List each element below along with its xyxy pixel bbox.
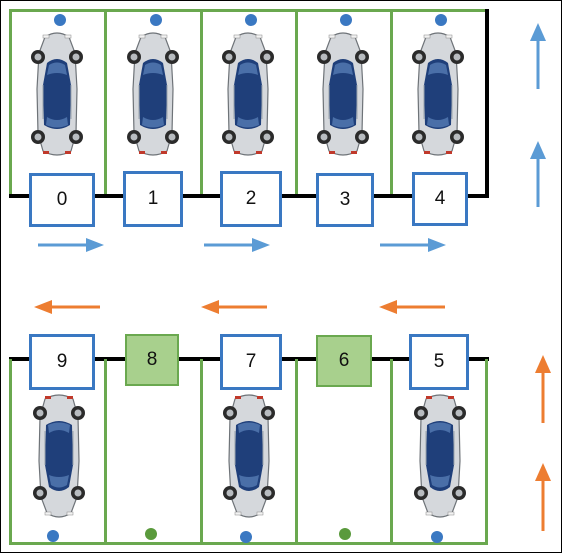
- spot-4-label[interactable]: 4: [412, 172, 468, 226]
- top-lane-arrow-right-2: [204, 238, 270, 252]
- top-lane-arrow-right-3: [380, 238, 446, 252]
- bottom-divider-1: [104, 359, 107, 545]
- spot-7-label[interactable]: 7: [220, 334, 282, 390]
- top-side-arrow-up-1: [530, 23, 546, 89]
- bottom-side-arrow-up-1: [535, 355, 551, 423]
- spot-1-sensor: [150, 14, 162, 26]
- car-spot-3: [317, 32, 369, 156]
- bottom-divider-3: [295, 359, 298, 545]
- bottom-side-arrow-up-2: [535, 463, 551, 531]
- top-divider-1: [104, 9, 107, 197]
- top-row-back-line: [9, 9, 487, 12]
- car-spot-4: [412, 32, 464, 156]
- top-divider-0: [9, 9, 12, 197]
- car-spot-2: [222, 32, 274, 156]
- bottom-lane-arrow-left-3: [379, 300, 445, 314]
- spot-6-label[interactable]: 6: [316, 335, 372, 387]
- spot-9-label[interactable]: 9: [29, 334, 95, 390]
- bottom-lane-arrow-left-1: [34, 300, 100, 314]
- spot-2-label[interactable]: 2: [220, 171, 282, 227]
- bottom-divider-5: [485, 359, 488, 545]
- spot-6-sensor: [339, 528, 351, 540]
- top-lane-arrow-right-1: [38, 238, 104, 252]
- car-spot-9: [33, 394, 85, 518]
- car-spot-5: [414, 394, 466, 518]
- car-spot-7: [223, 394, 275, 518]
- spot-5-label[interactable]: 5: [409, 334, 469, 390]
- spot-8-sensor: [145, 528, 157, 540]
- top-divider-3: [295, 9, 298, 197]
- bottom-divider-4: [390, 359, 393, 545]
- spot-0-sensor: [54, 14, 66, 26]
- spot-5-sensor: [431, 531, 443, 543]
- bottom-divider-2: [200, 359, 203, 545]
- spot-8-label[interactable]: 8: [125, 334, 179, 386]
- bottom-divider-0: [9, 359, 12, 545]
- spot-9-sensor: [47, 530, 59, 542]
- top-side-arrow-up-2: [530, 141, 546, 207]
- spot-3-sensor: [340, 14, 352, 26]
- spot-4-sensor: [435, 14, 447, 26]
- spot-7-sensor: [240, 531, 252, 543]
- spot-2-sensor: [245, 14, 257, 26]
- bottom-row-back-line: [9, 542, 487, 545]
- spot-3-label[interactable]: 3: [316, 173, 374, 227]
- car-spot-1: [127, 32, 179, 156]
- spot-1-label[interactable]: 1: [123, 171, 183, 227]
- top-divider-4: [390, 9, 393, 197]
- top-divider-2: [200, 9, 203, 197]
- spot-0-label[interactable]: 0: [29, 173, 95, 227]
- car-spot-0: [31, 32, 83, 156]
- bottom-lane-arrow-left-2: [201, 300, 267, 314]
- top-back-wall: [485, 9, 489, 198]
